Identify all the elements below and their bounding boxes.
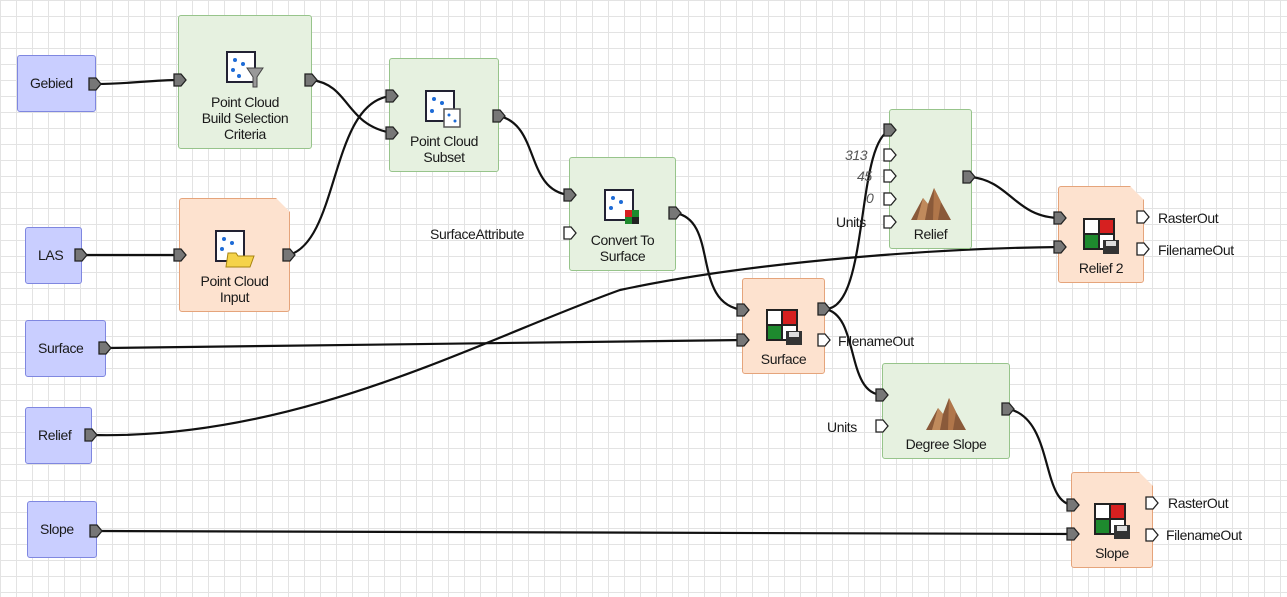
connector-pc-input-to-subset (288, 94, 393, 257)
node-label: Relief (913, 225, 948, 242)
input-node-slope[interactable]: Slope (27, 501, 97, 558)
node-label: Degree Slope (905, 435, 987, 452)
node-label-line: Surface (599, 247, 646, 264)
tool-node-convert-to-surface[interactable]: Convert To Surface (569, 157, 676, 271)
data-node-relief2[interactable]: Relief 2 (1058, 186, 1144, 283)
node-label: Surface (760, 350, 807, 367)
node-label: Slope (1095, 544, 1129, 561)
node-label-line: Input (219, 288, 250, 305)
connector-convert-to-surface-out (674, 211, 745, 312)
raster-save-icon (765, 308, 802, 345)
connector-surface-out-to-relief (824, 128, 892, 311)
port-label-relief-param-1: 313 (845, 147, 868, 163)
connector-degree-slope-to-slope (1008, 407, 1075, 507)
connector-surface-in-to-surface-out (105, 338, 745, 350)
node-label-line: Point Cloud (211, 93, 279, 110)
port-label-slope-raster-out: RasterOut (1168, 495, 1229, 511)
node-label: Surface (38, 340, 84, 357)
port-label-relief-param-2: 45 (857, 168, 872, 184)
tool-node-pc-build-selection[interactable]: Point Cloud Build Selection Criteria (178, 15, 312, 149)
node-label: Relief 2 (1078, 259, 1124, 276)
connector-slope-in-to-slope-out (96, 529, 1075, 536)
node-label-line: Subset (423, 148, 465, 165)
data-node-slope[interactable]: Slope (1071, 472, 1153, 568)
connector-relief-to-relief2 (969, 175, 1062, 220)
node-label-line: Build Selection (201, 109, 289, 126)
data-node-pc-input[interactable]: Point Cloud Input (179, 198, 290, 312)
point-cloud-folder-icon (214, 229, 256, 269)
tool-node-degree-slope[interactable]: Degree Slope (882, 363, 1010, 459)
point-cloud-subset-icon (425, 89, 461, 128)
raster-grid-icon (603, 188, 639, 224)
node-label-line: Point Cloud (410, 132, 478, 149)
mountain-icon (910, 187, 951, 220)
node-label: Gebied (30, 75, 73, 92)
port-label-relief2-raster-out: RasterOut (1158, 210, 1219, 226)
mountain-icon (926, 397, 966, 430)
connector-relief-in-to-relief2 (91, 245, 1062, 437)
port-label-relief-units: Units (836, 214, 866, 230)
tool-node-pc-subset[interactable]: Point Cloud Subset (389, 58, 499, 172)
input-node-relief[interactable]: Relief (25, 407, 92, 464)
connector-subset-to-convert (498, 114, 570, 197)
data-node-surface[interactable]: Surface (742, 278, 825, 374)
port-label-slope-units: Units (827, 419, 857, 435)
tool-node-relief[interactable]: Relief (889, 109, 972, 249)
port-label-slope-filename-out: FilenameOut (1166, 527, 1242, 543)
node-label: LAS (38, 247, 64, 264)
connector-build-selection-to-subset (311, 78, 393, 135)
node-label-line: Point Cloud (200, 272, 269, 289)
raster-save-icon (1092, 501, 1132, 541)
port-label-relief-param-3: 0 (866, 190, 874, 206)
node-label-line: Criteria (224, 125, 266, 142)
port-label-surface-filename-out: FilenameOut (838, 333, 914, 349)
port-label-surface-attribute: SurfaceAttribute (430, 226, 524, 242)
node-label: Slope (40, 521, 74, 538)
connector-gebied-to-build-selection (95, 78, 181, 86)
input-node-las[interactable]: LAS (25, 227, 82, 284)
input-node-gebied[interactable]: Gebied (17, 55, 96, 112)
port-label-relief2-filename-out: FilenameOut (1158, 242, 1234, 258)
node-label-line: Convert To (590, 231, 655, 248)
raster-save-icon (1081, 216, 1121, 256)
connector-surface-out-to-degree-slope (824, 307, 884, 397)
node-label: Relief (38, 427, 72, 444)
point-cloud-filter-icon (226, 50, 264, 88)
input-node-surface[interactable]: Surface (25, 320, 106, 377)
